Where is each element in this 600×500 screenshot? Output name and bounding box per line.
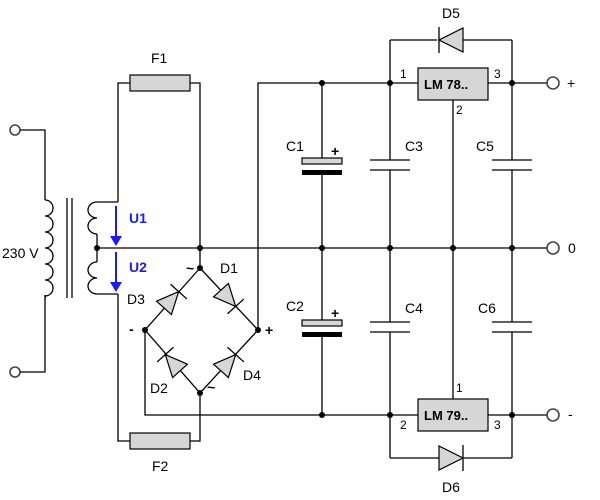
capacitor-c1 (301, 157, 343, 165)
diode-d4-label: D4 (243, 367, 261, 383)
capacitor-c2-label: C2 (286, 298, 304, 314)
diode-d3-label: D3 (127, 291, 145, 307)
capacitors-output-filter: C5 C6 (476, 40, 532, 458)
mains-terminal-top[interactable] (9, 124, 21, 136)
regulator-positive: LM 78.. 1 2 3 (400, 67, 501, 248)
capacitors-input-filter: C3 C4 (370, 40, 423, 458)
diode-d1 (212, 282, 237, 308)
regulator-negative: LM 79.. 1 2 3 (400, 248, 501, 432)
capacitors-electrolytic: C1 + C2 + (286, 83, 343, 415)
mains-voltage-label: 230 V (2, 245, 39, 261)
fuse-f1 (129, 74, 191, 92)
capacitor-c3-label: C3 (405, 138, 423, 154)
u1-arrow-head (110, 236, 122, 246)
primary-winding (44, 199, 54, 300)
capacitor-c4-label: C4 (405, 300, 423, 316)
transformer (44, 198, 118, 300)
output-zero-label: 0 (568, 240, 576, 256)
diode-d2 (164, 353, 189, 379)
diode-d6-label: D6 (442, 479, 460, 495)
output-negative-label: - (568, 406, 573, 422)
diode-d2-label: D2 (150, 380, 168, 396)
diode-d3 (155, 290, 180, 316)
bridge-ac-top: ~ (186, 260, 194, 276)
lm79-pin-2: 2 (400, 418, 407, 432)
secondary-winding-1 (87, 201, 98, 235)
protection-diodes: D5 D6 (390, 5, 512, 495)
regulator-lm78 (417, 67, 489, 101)
output-positive-label: + (567, 75, 575, 91)
junctions (94, 80, 515, 418)
secondary-winding-2 (87, 261, 98, 295)
mains-terminal-bottom[interactable] (9, 366, 21, 378)
capacitor-c6-label: C6 (478, 300, 496, 316)
diode-d5-label: D5 (442, 5, 460, 21)
output-zero-terminal[interactable] (546, 241, 560, 255)
output-negative-terminal[interactable] (546, 408, 560, 422)
capacitor-c1-label: C1 (286, 138, 304, 154)
diode-d6 (438, 445, 465, 471)
regulator-lm79-label: LM 79.. (424, 408, 468, 423)
lm79-pin-1: 1 (456, 381, 463, 395)
diode-d5 (437, 27, 464, 53)
capacitor-c2-polarity: + (331, 305, 339, 321)
u1-label: U1 (129, 210, 147, 226)
regulator-lm79 (417, 398, 489, 432)
fuse-f2 (129, 432, 191, 450)
u2-label: U2 (129, 259, 147, 275)
regulator-lm78-label: LM 78.. (424, 77, 468, 92)
bridge-rectifier: D3 D1 D2 D4 ~ ~ - + (127, 260, 273, 396)
fuse-f1-label: F1 (151, 50, 168, 66)
output-positive-terminal[interactable] (546, 76, 560, 90)
bridge-plus: + (265, 322, 273, 338)
bridge-minus: - (129, 321, 134, 337)
lm78-pin-1: 1 (400, 67, 407, 81)
outputs: + 0 - (546, 75, 576, 422)
fuses: F1 F2 (117, 50, 201, 474)
capacitor-c1-polarity: + (331, 143, 339, 159)
diode-d1-label: D1 (220, 260, 238, 276)
lm78-pin-2: 2 (456, 103, 463, 117)
lm79-pin-3: 3 (494, 418, 501, 432)
capacitor-c2 (301, 319, 343, 327)
capacitor-c5-label: C5 (476, 138, 494, 154)
voltage-arrows: U1 U2 (110, 206, 147, 292)
diode-d4 (212, 353, 237, 379)
lm78-pin-3: 3 (494, 67, 501, 81)
fuse-f2-label: F2 (152, 458, 169, 474)
mains-input: 230 V (2, 124, 46, 378)
u2-arrow-head (110, 282, 122, 292)
bridge-ac-bottom: ~ (207, 379, 215, 395)
